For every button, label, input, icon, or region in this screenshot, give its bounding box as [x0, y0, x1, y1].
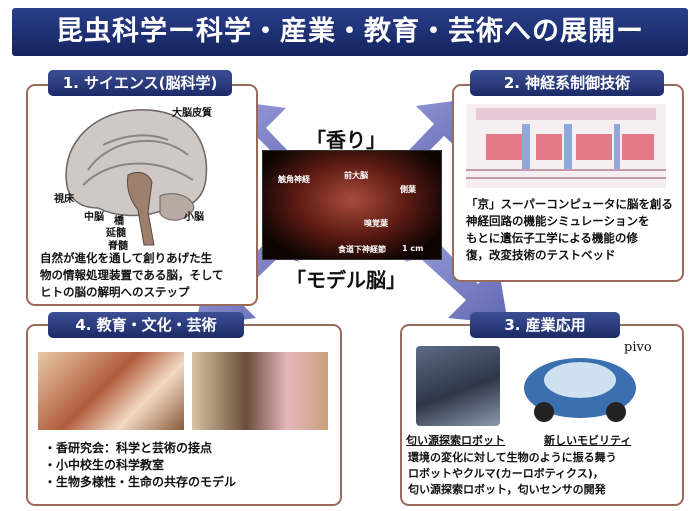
panel-education-header: 4. 教育・文化・芸術	[48, 312, 244, 338]
industry-car-illustration	[524, 358, 636, 422]
panel-science-text: 自然が進化を通して創りあげた生 物の情報処理装置である脳，そして ヒトの脳の解明…	[40, 250, 224, 301]
education-photo-children	[38, 352, 184, 430]
insect-label-olfactory-lobe: 嗅覚葉	[364, 219, 388, 228]
text-line: 神経回路の機能シミュレーションを	[466, 214, 650, 228]
brain-label-spinal-cord: 脊髄	[108, 241, 128, 252]
list-item: ・香研究会：科学と芸術の接点	[44, 441, 213, 455]
insect-label-antennal-nerve: 触角神経	[278, 175, 310, 184]
arrow-up-right	[372, 98, 476, 178]
brain-label-cerebellum: 小脳	[184, 212, 204, 223]
text-line: ヒトの脳の解明へのステップ	[40, 285, 190, 299]
center-label-model-brain: 「モデル脳」	[286, 268, 406, 292]
brain-label-midbrain: 中脳	[84, 212, 104, 223]
panel-neural-control-text: 「京」スーパーコンピュータに脳を創る 神経回路の機能シミュレーションを もとに遺…	[466, 196, 673, 264]
panel-neural-control-header: 2. 神経系制御技術	[470, 70, 664, 96]
panel-industry-header: 3. 産業応用	[470, 312, 620, 338]
brain-illustration	[65, 109, 208, 246]
insect-label-lateral-lobe: 側葉	[400, 185, 416, 194]
text-line: 匂い源探索ロボット，匂いセンサの開発	[408, 483, 606, 496]
industry-brand-pivo: pivo	[624, 340, 652, 355]
insect-label-protocerebrum: 前大脳	[344, 171, 368, 180]
text-line: 環境の変化に対して生物のように振る舞う	[408, 451, 617, 464]
industry-label-robot: 匂い源探索ロボット	[406, 434, 505, 447]
list-item: ・小中校生の科学教室	[44, 458, 165, 472]
education-photo-kimono	[192, 352, 328, 430]
brain-label-pons: 橋	[114, 216, 124, 227]
text-line: 復，改変技術のテストベッド	[466, 248, 616, 262]
center-label-smell: 「香り」	[306, 128, 386, 152]
list-item: ・生物多様性・生命の共存のモデル	[44, 475, 237, 489]
industry-photo-robot	[416, 346, 500, 426]
text-line: もとに遺伝子工学による機能の修	[466, 231, 638, 245]
text-line: 「京」スーパーコンピュータに脳を創る	[466, 197, 673, 211]
insect-label-scale: 1 cm	[402, 244, 424, 253]
text-line: 自然が進化を通して創りあげた生	[40, 251, 213, 265]
panel-education-bullets: ・香研究会：科学と芸術の接点 ・小中校生の科学教室 ・生物多様性・生命の共存のモ…	[44, 440, 236, 491]
brain-label-medulla: 延髄	[106, 228, 126, 239]
panel-industry-text: 環境の変化に対して生物のように振る舞う ロボットやクルマ(カーロボティクス)， …	[408, 450, 617, 498]
panel-science-header: 1. サイエンス(脳科学)	[48, 70, 232, 96]
industry-label-mobility: 新しいモビリティ	[544, 434, 632, 447]
text-line: 物の情報処理装置である脳，そして	[40, 268, 224, 282]
page-title: 昆虫科学ー科学・産業・教育・芸術への展開ー	[12, 8, 688, 56]
circuit-diagram	[466, 104, 666, 188]
text-line: ロボットやクルマ(カーロボティクス)，	[408, 467, 604, 480]
center-insect-brain-image	[262, 150, 442, 260]
insect-label-subesophageal: 食道下神経節	[338, 245, 386, 254]
brain-label-cortex: 大脳皮質	[172, 108, 212, 119]
brain-label-thalamus: 視床	[54, 194, 74, 205]
